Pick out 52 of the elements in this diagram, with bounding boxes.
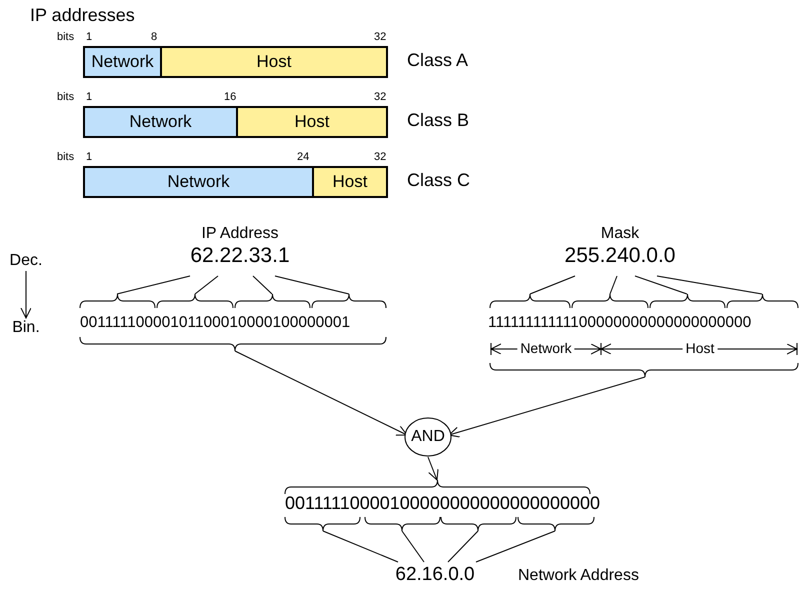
title: IP addresses (30, 6, 135, 26)
connector-line (448, 530, 478, 562)
arrow (20, 270, 32, 318)
host-field: Host (160, 46, 388, 78)
connector-line (610, 276, 618, 294)
bit-number: 32 (374, 91, 386, 104)
class-label: Class C (407, 171, 470, 191)
class-label: Class B (407, 111, 470, 131)
network-field: Network (83, 46, 162, 78)
binary-number: 00111110000100000000000000000000 (285, 494, 600, 514)
connector-line (634, 276, 688, 294)
ip-address-value: 62.22.33.1 (190, 243, 290, 268)
unit-label: bits (57, 151, 74, 164)
connector-line (252, 276, 272, 294)
bit-number: 1 (86, 151, 92, 164)
arrow (448, 376, 646, 438)
connector-line (274, 276, 350, 294)
connector-line (322, 530, 398, 562)
bit-number: 32 (374, 151, 386, 164)
node-label: Network Address (518, 567, 639, 585)
arrow (234, 350, 408, 436)
network-address-value: 62.16.0.0 (390, 562, 480, 588)
bit-number: 8 (151, 31, 158, 44)
connector-line (116, 276, 190, 294)
heading: Mask (600, 224, 640, 244)
arrow (428, 456, 438, 480)
network-field: Network (83, 106, 238, 138)
binary-number: 11111111111100000000000000000000 (488, 314, 752, 332)
host-field: Host (236, 106, 388, 138)
class-label: Class A (407, 51, 468, 71)
connector-line (476, 530, 556, 562)
row-label: Bin. (6, 318, 46, 338)
bit-number: 24 (297, 151, 310, 164)
dimension-label: Network (517, 341, 575, 356)
row-label: Dec. (6, 251, 46, 271)
mask-value: 255.240.0.0 (564, 243, 676, 268)
connector-line (402, 530, 424, 562)
bit-number: 1 (86, 91, 92, 104)
connector-line (530, 276, 576, 294)
binary-number: 00111110000101100010000100000001 (80, 314, 350, 332)
unit-label: bits (57, 31, 74, 44)
unit-label: bits (57, 91, 74, 104)
heading: IP Address (201, 224, 279, 244)
bit-number: 16 (224, 91, 236, 104)
dimension-label: Host (682, 341, 718, 356)
operator-ellipse: AND (404, 417, 452, 457)
connector-line (656, 276, 762, 294)
network-field: Network (83, 166, 314, 198)
bit-number: 32 (374, 31, 386, 44)
connector-line (194, 276, 218, 294)
bit-number: 1 (86, 31, 92, 44)
host-field: Host (312, 166, 388, 198)
